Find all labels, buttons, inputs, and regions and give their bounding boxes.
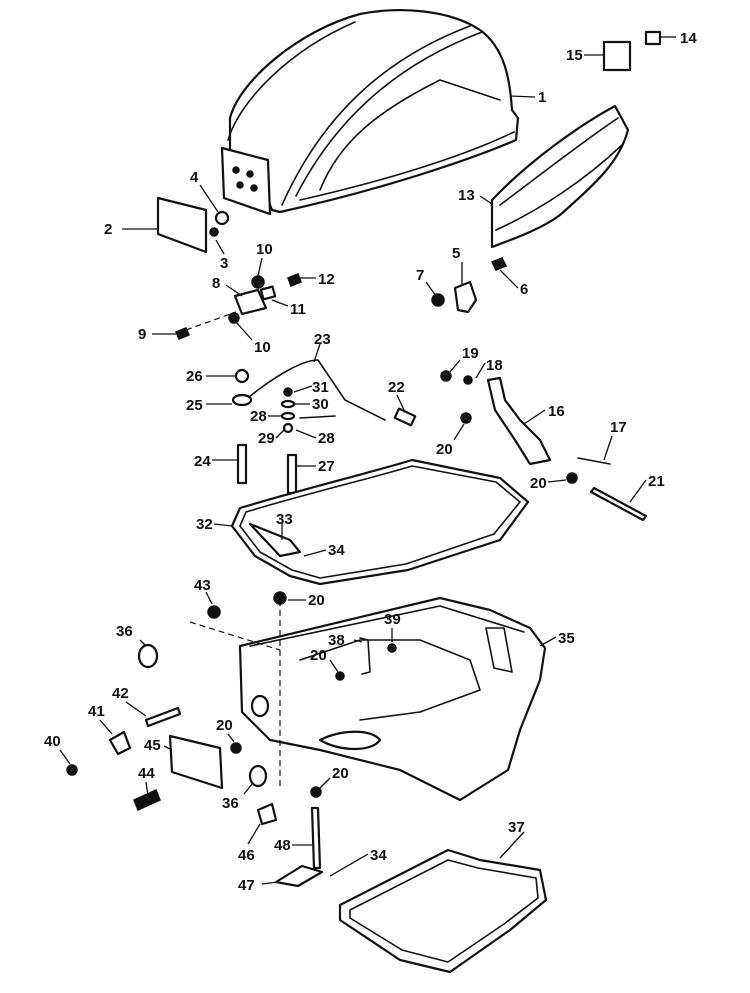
callout-labels: 1 2 3 4 5 6 7 8 9 10 10 11 12 13 14 15 1… <box>44 30 697 894</box>
callout-20d: 20 <box>310 647 327 664</box>
callout-4: 4 <box>190 169 199 186</box>
callout-34a: 34 <box>328 542 345 559</box>
callout-25: 25 <box>186 397 203 414</box>
callout-18: 18 <box>486 357 503 374</box>
callout-32: 32 <box>196 516 213 533</box>
callout-28a: 28 <box>250 408 267 425</box>
callout-7: 7 <box>416 267 424 284</box>
callout-43: 43 <box>194 577 211 594</box>
callout-45: 45 <box>144 737 161 754</box>
callout-10b: 10 <box>254 339 271 356</box>
callout-20f: 20 <box>332 765 349 782</box>
callout-27: 27 <box>318 458 335 475</box>
callout-47: 47 <box>238 877 255 894</box>
callout-9: 9 <box>138 326 146 343</box>
callout-21: 21 <box>648 473 665 490</box>
latch-hardware <box>175 257 508 340</box>
callout-20b: 20 <box>530 475 547 492</box>
callout-13: 13 <box>458 187 475 204</box>
callout-37: 37 <box>508 819 525 836</box>
callout-20c: 20 <box>308 592 325 609</box>
callout-36a: 36 <box>116 623 133 640</box>
gasket <box>230 458 530 586</box>
decal-small <box>644 30 662 46</box>
decal-large <box>602 40 632 72</box>
callout-36b: 36 <box>222 795 239 812</box>
callout-1: 1 <box>538 89 546 106</box>
callout-5: 5 <box>452 245 460 262</box>
lower-cowl <box>238 596 547 802</box>
callout-14: 14 <box>680 30 697 47</box>
callout-44: 44 <box>138 765 155 782</box>
callout-20e: 20 <box>216 717 233 734</box>
lower-gasket <box>338 848 548 974</box>
callout-22: 22 <box>388 379 405 396</box>
top-cowl <box>220 9 520 216</box>
callout-41: 41 <box>88 703 105 720</box>
callout-24: 24 <box>194 453 211 470</box>
callout-40: 40 <box>44 733 61 750</box>
callout-19: 19 <box>462 345 479 362</box>
callout-46: 46 <box>238 847 255 864</box>
callout-33: 33 <box>276 511 293 528</box>
callout-10a: 10 <box>256 241 273 258</box>
callout-35: 35 <box>558 630 575 647</box>
cover-plate <box>156 196 230 254</box>
callout-12: 12 <box>318 271 335 288</box>
callout-8: 8 <box>212 275 220 292</box>
callout-38: 38 <box>328 632 345 649</box>
callout-11: 11 <box>290 301 306 318</box>
callout-29: 29 <box>258 430 275 447</box>
callout-16: 16 <box>548 403 565 420</box>
callout-15: 15 <box>566 47 583 64</box>
callout-23: 23 <box>314 331 331 348</box>
callout-31: 31 <box>312 379 329 396</box>
throttle-linkage <box>231 359 648 522</box>
callout-26: 26 <box>186 368 203 385</box>
leader-lines <box>59 36 676 885</box>
callout-30: 30 <box>312 396 329 413</box>
side-fittings <box>66 591 324 888</box>
callout-48: 48 <box>274 837 291 854</box>
callout-3: 3 <box>220 255 228 272</box>
callout-17: 17 <box>610 419 627 436</box>
callout-42: 42 <box>112 685 129 702</box>
callout-39: 39 <box>384 611 401 628</box>
callout-6: 6 <box>520 281 528 298</box>
callout-28b: 28 <box>318 430 335 447</box>
callout-34b: 34 <box>370 847 387 864</box>
side-panel <box>490 104 630 249</box>
callout-20a: 20 <box>436 441 453 458</box>
callout-2: 2 <box>104 221 112 238</box>
